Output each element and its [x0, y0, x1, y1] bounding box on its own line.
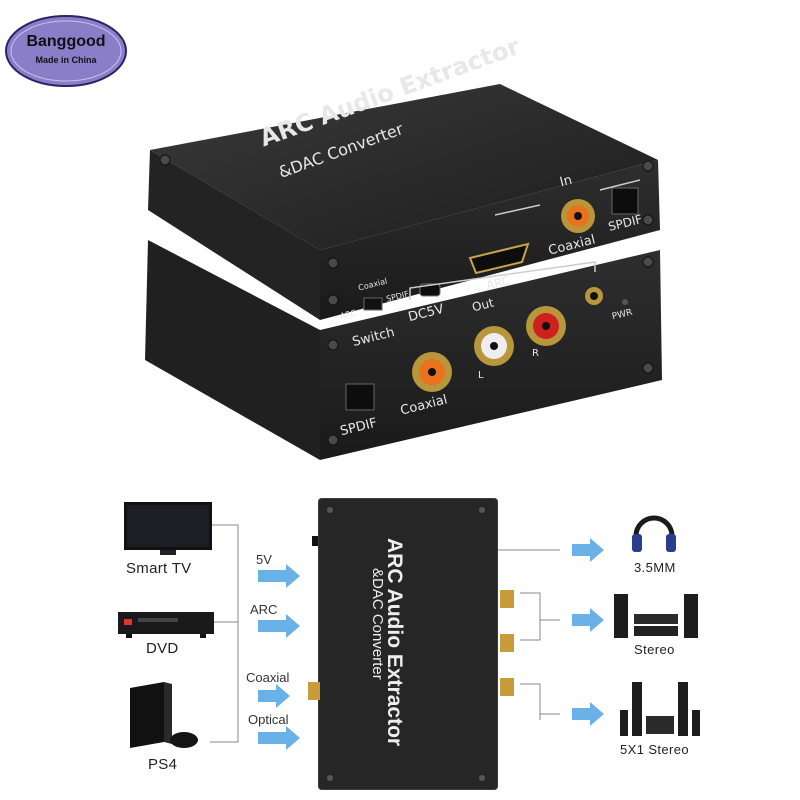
source-label-smart-tv: Smart TV — [126, 560, 192, 577]
input-label-arc: ARC — [250, 602, 278, 617]
diagram-device-details — [308, 507, 514, 781]
upper-unit-side-face — [148, 150, 320, 320]
ps4-icon — [124, 682, 200, 752]
label-r: R — [532, 348, 539, 359]
input-label-coaxial: Coaxial — [246, 670, 290, 685]
hdmi-arc-port — [468, 242, 530, 275]
stereo-icon — [614, 594, 698, 642]
lower-unit-side-face — [145, 240, 320, 460]
tv-icon — [124, 502, 212, 558]
connection-diagram: Smart TV DVD PS4 5V ARC Coaxial Optical … — [0, 480, 800, 800]
product-photo-illustration — [145, 84, 662, 460]
headphones-icon — [630, 508, 678, 556]
surround-icon — [620, 676, 700, 738]
source-label-dvd: DVD — [146, 640, 179, 657]
source-label-ps4: PS4 — [148, 756, 178, 773]
output-label-stereo: Stereo — [634, 642, 675, 657]
brand-subtitle: Made in China — [35, 55, 97, 65]
product-photo: ARC Audio Extractor &DAC Converter In Co… — [145, 32, 662, 460]
screws — [159, 154, 654, 446]
brand-badge-shape — [5, 15, 127, 87]
diagram-device-subtitle: &DAC Converter — [369, 568, 386, 680]
output-label-35mm: 3.5MM — [634, 560, 676, 575]
brand-name: Banggood — [26, 33, 106, 50]
diagram-device — [318, 498, 498, 790]
switch-control — [363, 297, 383, 311]
dvd-icon — [118, 606, 214, 640]
dc5v-port — [419, 283, 441, 297]
diagram-arrows — [258, 538, 604, 750]
output-label-5x1-stereo: 5X1 Stereo — [620, 742, 690, 757]
brand-badge: Banggood Made in China — [4, 14, 128, 88]
label-l: L — [478, 370, 484, 381]
upper-unit-top-face — [150, 84, 658, 250]
diagram-connectors — [210, 524, 604, 750]
input-label-optical: Optical — [248, 712, 289, 727]
input-label-5v: 5V — [256, 552, 272, 567]
spdif-in-port — [611, 187, 639, 215]
